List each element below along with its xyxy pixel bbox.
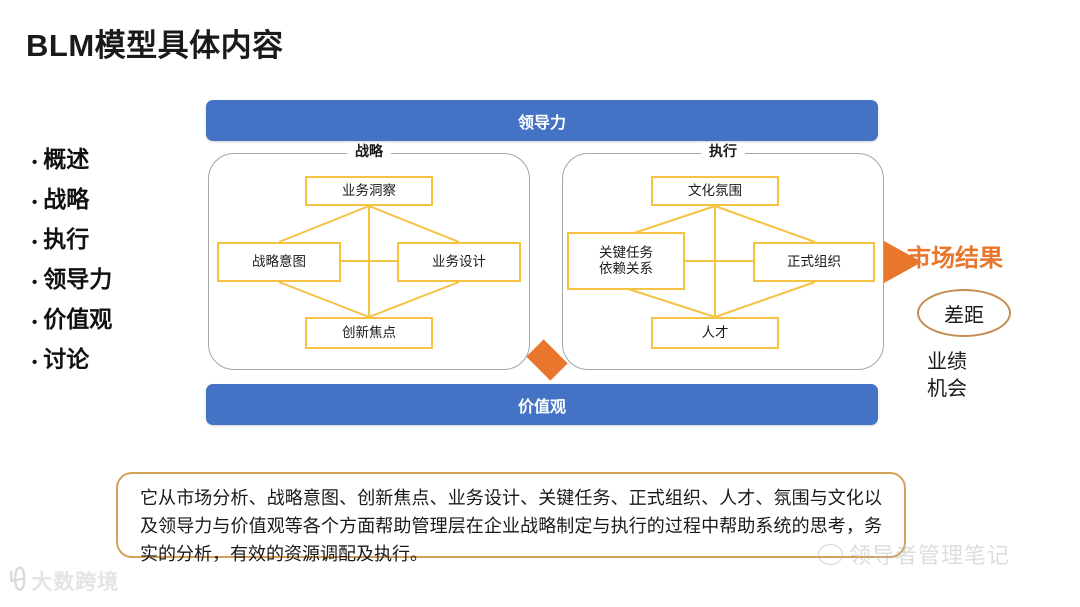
agenda-item-label: 领导力 [43,266,113,292]
agenda-item-0[interactable]: • 概述 [32,148,192,171]
market-result-label: 市场结果 [907,245,1003,272]
bullet-icon: • [32,154,38,171]
gap-ellipse: 差距 [917,289,1011,337]
band-leadership: 领导力 [206,100,878,141]
node-strategy-top[interactable]: 业务洞察 [305,176,433,206]
panel-execution-title: 执行 [563,141,883,161]
description-box: 它从市场分析、战略意图、创新焦点、业务设计、关键任务、正式组织、人才、氛围与文化… [116,472,906,564]
band-values: 价值观 [206,384,878,425]
dashukuajing-logo-icon: ꀺ [8,566,28,596]
band-leadership-label: 领导力 [517,114,566,132]
node-strategy-right[interactable]: 业务设计 [397,242,521,282]
node-execution-right[interactable]: 正式组织 [753,242,875,282]
chat-bubble-icon: ·· [818,543,843,565]
agenda-item-label: 讨论 [43,346,90,372]
agenda-list: • 概述 • 战略 • 执行 • 领导力 • 价值观 • 讨论 [32,148,192,388]
agenda-item-4[interactable]: • 价值观 [32,308,192,331]
node-strategy-left[interactable]: 战略意图 [217,242,341,282]
page-title: BLM模型具体内容 [26,28,284,63]
outcome-column: 市场结果 差距 业绩 机会 [905,238,1075,403]
node-execution-bottom[interactable]: 人才 [651,317,779,349]
agenda-item-label: 战略 [43,186,90,212]
agenda-item-label: 价值观 [43,306,113,332]
bullet-icon: • [32,314,38,331]
agenda-item-label: 概述 [43,146,90,172]
node-execution-left[interactable]: 关键任务 依赖关系 [567,232,685,290]
panel-execution: 执行 文化氛围 关键任务 依赖关系 正式组织 [562,143,884,370]
watermark-left: ꀺ 大数跨境 [8,566,119,596]
description-text: 它从市场分析、战略意图、创新焦点、业务设计、关键任务、正式组织、人才、氛围与文化… [140,488,882,564]
agenda-item-2[interactable]: • 执行 [32,228,192,251]
watermark-left-text: 大数跨境 [31,571,120,594]
band-values-label: 价值观 [517,398,566,416]
node-strategy-bottom[interactable]: 创新焦点 [305,317,433,349]
watermark-right: ·· 领导者管理笔记 [818,538,1010,570]
bullet-icon: • [32,194,38,211]
node-execution-left-line1: 关键任务 [599,245,653,261]
outcome-sub-item-1: 机会 [927,378,967,400]
blm-diagram: 领导力 战略 业务洞察 战略意图 [200,98,922,428]
agenda-item-5[interactable]: • 讨论 [32,348,192,371]
outcome-sublist: 业绩 机会 [927,349,1075,403]
panel-strategy-title: 战略 [209,141,529,161]
agenda-item-1[interactable]: • 战略 [32,188,192,211]
panel-strategy: 战略 业务洞察 战略意图 业务设计 [208,143,530,370]
agenda-item-3[interactable]: • 领导力 [32,268,192,291]
gap-label: 差距 [944,304,984,327]
bullet-icon: • [32,274,38,291]
outcome-sub-item-0: 业绩 [927,351,967,373]
right-arrow-icon [884,241,922,283]
agenda-item-label: 执行 [43,226,90,252]
bullet-icon: • [32,234,38,251]
bullet-icon: • [32,354,38,371]
node-execution-top[interactable]: 文化氛围 [651,176,779,206]
node-execution-left-line2: 依赖关系 [599,261,653,276]
watermark-right-text: 领导者管理笔记 [849,543,1011,568]
